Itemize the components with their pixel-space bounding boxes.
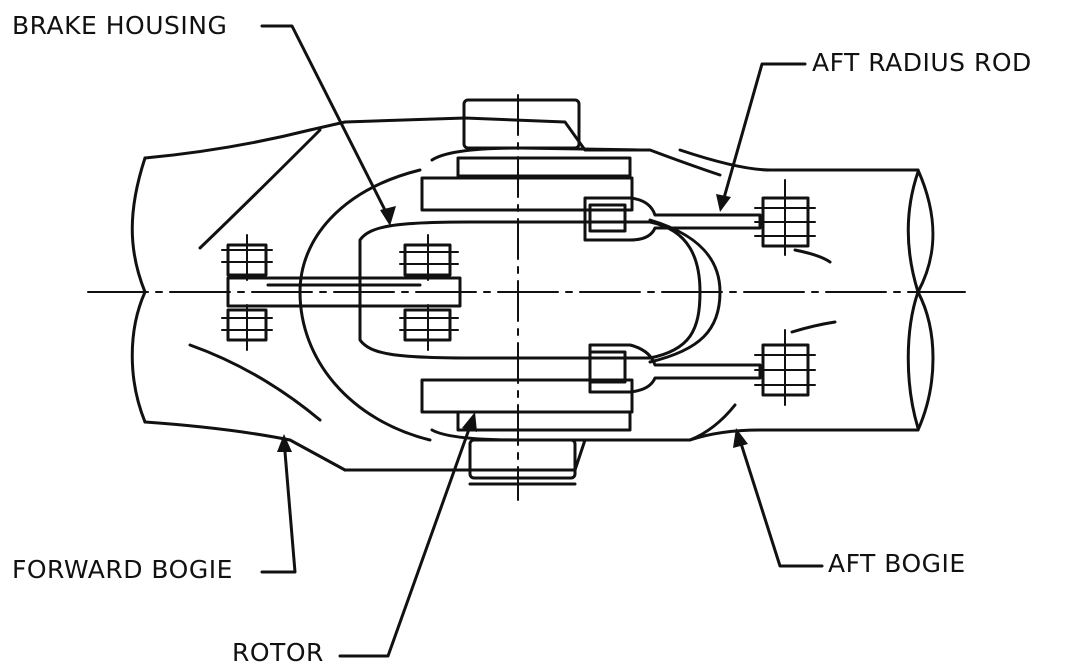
aft-bolt-lower — [754, 329, 816, 406]
forward-bogie — [130, 128, 347, 472]
rotor — [462, 94, 581, 501]
aft-bolt-upper — [754, 179, 816, 256]
aft-radius-rods — [583, 196, 762, 394]
leader-lines — [260, 24, 824, 658]
aft-bogie-label: AFT BOGIE — [828, 549, 966, 578]
brake-pads — [420, 156, 634, 432]
aft-radius-rod-label: AFT RADIUS ROD — [812, 48, 1032, 77]
forward-link-rod — [226, 276, 462, 308]
forward-bolt-lower — [221, 304, 273, 351]
housing-bolt-lower — [399, 304, 459, 351]
bolt-assemblies — [221, 179, 816, 406]
rotor-label: ROTOR — [232, 638, 324, 667]
housing-bolt-upper — [399, 234, 459, 281]
forward-bogie-label: FORWARD BOGIE — [12, 555, 233, 584]
forward-bolt-upper — [221, 234, 273, 281]
brake-housing — [298, 116, 737, 472]
brake-housing-label: BRAKE HOUSING — [12, 11, 228, 40]
